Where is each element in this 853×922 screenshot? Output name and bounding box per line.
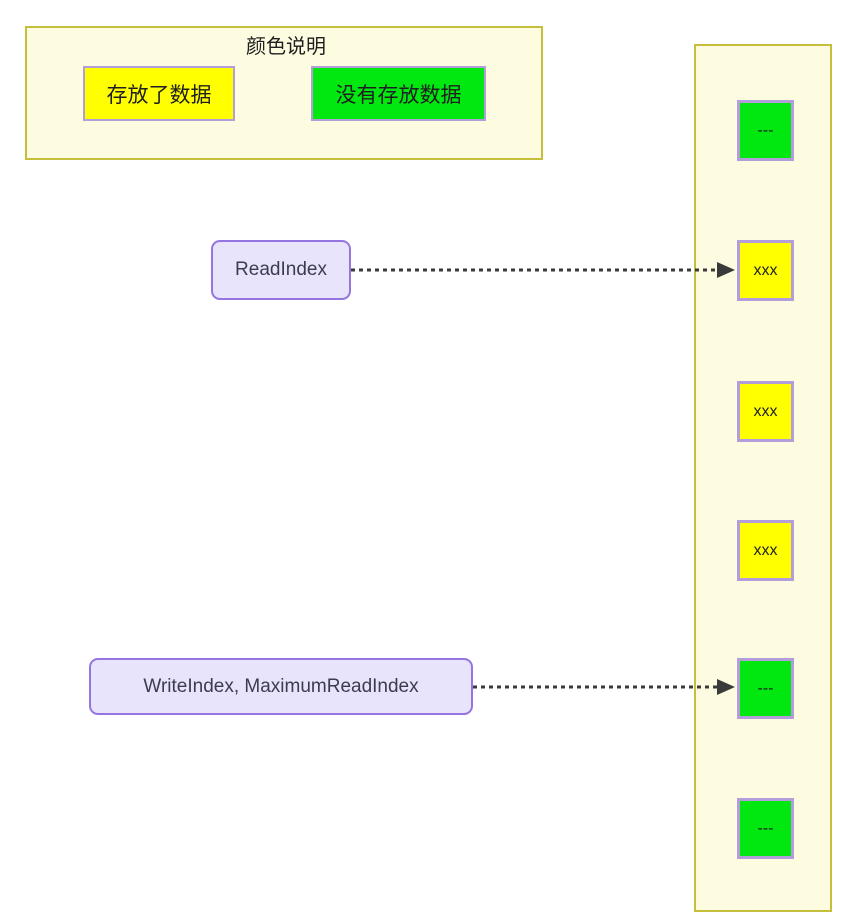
connector-writeindex-arrow	[473, 679, 735, 695]
pointer-label-readindex: ReadIndex	[211, 240, 351, 300]
buffer-slot-5: ---	[737, 798, 794, 859]
buffer-slot-2: xxx	[737, 381, 794, 442]
buffer-slot-0: ---	[737, 100, 794, 161]
legend-panel: 颜色说明 存放了数据 没有存放数据	[25, 26, 543, 160]
buffer-slot-4: ---	[737, 658, 794, 719]
buffer-slot-1: xxx	[737, 240, 794, 301]
legend-title: 颜色说明	[246, 36, 326, 58]
legend-chip-no-data-stored: 没有存放数据	[311, 66, 486, 121]
legend-chip-data-stored: 存放了数据	[83, 66, 235, 121]
connector-readindex-arrow	[351, 262, 735, 278]
buffer-slot-3: xxx	[737, 520, 794, 581]
pointer-label-writeindex-maximumreadindex: WriteIndex, MaximumReadIndex	[89, 658, 473, 715]
ring-buffer-column: --- xxx xxx xxx --- ---	[694, 44, 832, 912]
